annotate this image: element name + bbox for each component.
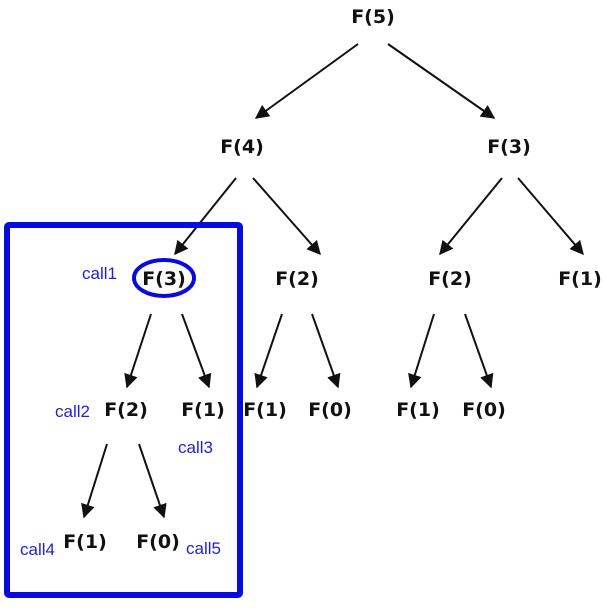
node-f1: F(1) <box>558 268 602 290</box>
node-f1: F(1) <box>243 399 287 421</box>
edge-f2-f1-mid <box>254 313 283 389</box>
call-label: call1 <box>82 264 117 283</box>
edge-f2-f0-right <box>464 313 494 389</box>
node-f0: F(0) <box>462 399 506 421</box>
tree-nodes: F(5) F(4) F(3) F(3) F(2) F(2) F(1) F(2) … <box>63 6 602 553</box>
call-label: call2 <box>55 402 90 421</box>
node-f2: F(2) <box>275 268 319 290</box>
tree-edges <box>81 43 584 519</box>
edge-f5-f3 <box>387 43 496 119</box>
node-f3: F(3) <box>142 268 186 290</box>
highlight-ellipse <box>132 258 196 298</box>
call-label: call4 <box>20 540 55 559</box>
edge-f2-f1-right <box>408 313 435 389</box>
call-label: call3 <box>178 438 213 457</box>
node-f0: F(0) <box>136 531 180 553</box>
node-f4: F(4) <box>220 136 264 158</box>
edge-f2-f0-mid <box>311 313 341 389</box>
call-annotations: call1 call2 call3 call4 call5 <box>20 264 221 559</box>
edge-f4-f2 <box>252 177 321 256</box>
node-f1: F(1) <box>63 531 107 553</box>
edge-f3-f2-left <box>124 313 152 389</box>
node-f1: F(1) <box>396 399 440 421</box>
edge-f2-f1-bottom <box>81 443 108 519</box>
edge-f3-f1-left <box>181 313 212 389</box>
node-f1: F(1) <box>181 399 225 421</box>
edge-f3-f1 <box>517 177 584 256</box>
node-f3: F(3) <box>487 136 531 158</box>
edge-f2-f0-bottom <box>138 443 167 519</box>
node-f2: F(2) <box>428 268 472 290</box>
edge-f5-f4 <box>254 43 359 119</box>
node-f0: F(0) <box>308 399 352 421</box>
highlight-box <box>4 222 243 598</box>
node-f2: F(2) <box>104 399 148 421</box>
call-label: call5 <box>186 539 221 558</box>
edge-f4-f3 <box>174 177 237 256</box>
node-f5: F(5) <box>351 6 395 28</box>
edge-f3-f2 <box>439 177 503 256</box>
